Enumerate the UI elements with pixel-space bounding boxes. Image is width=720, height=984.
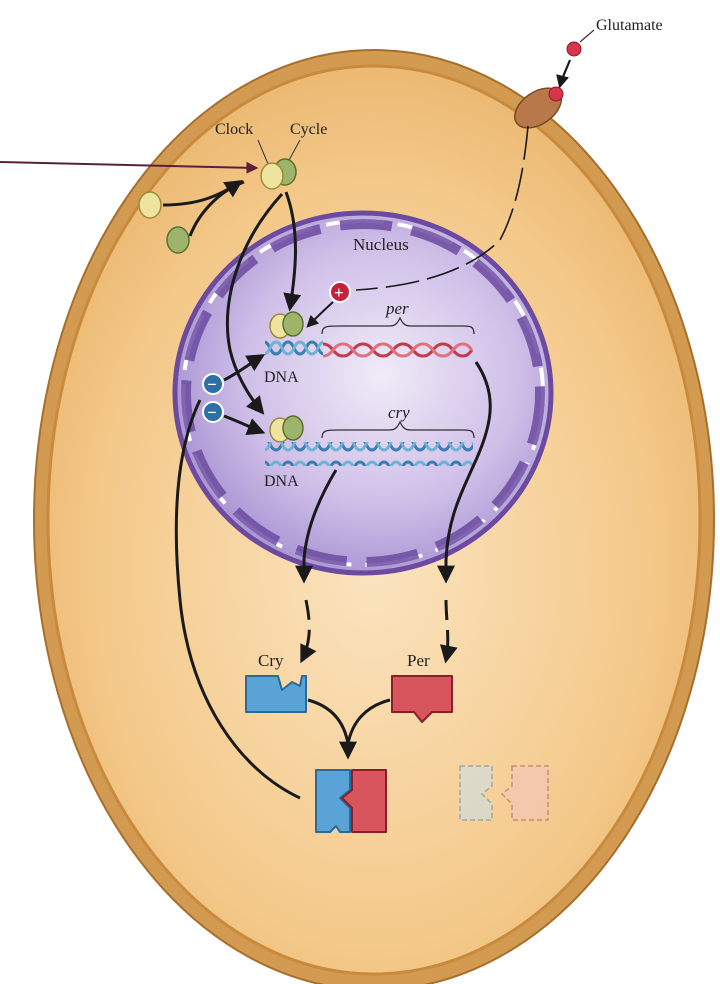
per-protein (391, 675, 453, 723)
clock-label: Clock (215, 121, 253, 138)
glutamate-leader-line (579, 29, 595, 43)
cry-gene-region: cry DNA (264, 403, 475, 490)
cry-protein (245, 675, 307, 713)
glutamate-molecule-bound (548, 86, 564, 102)
receptor-signal-path (355, 125, 529, 291)
clock-cycle-formation: Clock Cycle (138, 121, 327, 415)
clock-protein-dimer (260, 162, 284, 190)
inhibition-sign-per (202, 373, 224, 395)
glutamate-molecule-free (566, 41, 582, 57)
cycle-bound-cry (282, 415, 304, 441)
expression-arrows (295, 361, 492, 664)
dna-helix-per-coding (322, 342, 474, 358)
degraded-cry (459, 765, 493, 821)
cycle-joining-arrow (188, 180, 245, 237)
glutamate-label: Glutamate (596, 17, 663, 34)
dimer-to-cry-arrow (226, 192, 284, 415)
dna-helix-per-promoter (265, 338, 323, 362)
glutamate-binding-arrow (556, 59, 572, 89)
proteins: Cry Per (245, 651, 453, 760)
complex-per-half (341, 769, 387, 833)
cycle-protein-free (166, 226, 190, 254)
external-input-arrow (0, 161, 259, 174)
inhibition-sign-cry-text: − (207, 403, 217, 422)
cry-expression-arrow (295, 469, 338, 584)
activation-sign (329, 281, 351, 303)
cycle-label: Cycle (290, 121, 327, 138)
cry-gene-label: cry (388, 403, 410, 422)
glutamate-input: Glutamate + (306, 17, 663, 328)
per-protein-label: Per (407, 651, 430, 670)
per-bracket (321, 316, 475, 335)
nucleus: Nucleus (172, 210, 554, 576)
inhibition-sign-per-text: − (207, 375, 217, 394)
complex-cry-half (315, 769, 351, 833)
nucleus-label: Nucleus (353, 235, 409, 254)
dimer-to-per-arrow (283, 191, 302, 312)
cry-to-complex-arrow (307, 698, 350, 745)
degraded-proteins (459, 765, 549, 821)
degraded-per (500, 765, 549, 821)
cycle-bound-per (282, 311, 304, 337)
dna-helix-cry (265, 442, 473, 466)
activation-sign-text: + (334, 283, 344, 302)
per-to-complex-arrow (339, 698, 391, 760)
activation-arrow (306, 301, 334, 328)
dna-label-upper: DNA (264, 369, 299, 386)
cry-per-complex (315, 769, 387, 833)
inhibition-feedback: − − (174, 354, 301, 800)
clock-protein-free (138, 191, 162, 219)
cry-protein-label: Cry (258, 651, 284, 670)
nuclear-envelope (172, 210, 554, 576)
per-gene-region: per DNA (264, 299, 475, 386)
inhibition-sign-cry (202, 401, 224, 423)
feedback-loop-arrow (174, 399, 301, 800)
per-expression-arrow (437, 361, 492, 584)
per-gene-label: per (385, 299, 409, 318)
cry-bracket (321, 420, 475, 439)
dna-label-lower: DNA (264, 473, 299, 490)
